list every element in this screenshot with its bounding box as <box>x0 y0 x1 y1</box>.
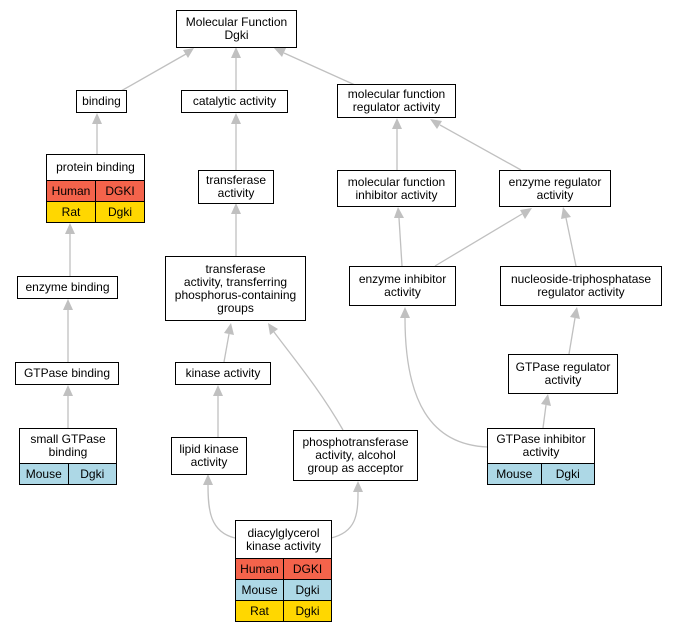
node-label: enzyme regulator activity <box>508 174 602 202</box>
node-label: protein binding <box>56 160 135 174</box>
node-transferase-phosphorus[interactable]: transferase activity, transferring phosp… <box>165 256 306 321</box>
edge-kinase-to-transferasep <box>223 333 230 363</box>
node-label: enzyme inhibitor activity <box>358 272 447 299</box>
node-enzyme-inhibitor[interactable]: enzyme inhibitor activity <box>349 266 456 306</box>
edge-gtpaseinhibitor-to-gtpaseregulator <box>542 404 547 429</box>
node-enzyme-regulator[interactable]: enzyme regulator activity <box>499 170 611 207</box>
species-cell: Mouse <box>20 464 68 484</box>
arrowhead <box>268 323 278 335</box>
species-cell: Human <box>47 181 95 201</box>
species-cell: Rat <box>47 202 95 222</box>
species-row: Mouse Dgki <box>488 463 594 484</box>
species-cell: Rat <box>236 601 283 621</box>
node-small-gtpase-binding[interactable]: small GTPase binding Mouse Dgki <box>19 428 117 485</box>
arrowhead <box>63 385 73 396</box>
node-catalytic-activity[interactable]: catalytic activity <box>181 90 288 113</box>
arrowhead <box>392 118 402 129</box>
arrowhead <box>394 207 404 218</box>
arrowhead <box>520 208 532 219</box>
arrowhead <box>400 307 410 318</box>
node-label: GTPase regulator activity <box>515 360 611 387</box>
arrowhead <box>203 474 213 485</box>
edge-binding-to-mf <box>120 53 187 92</box>
arrowhead <box>274 48 286 57</box>
species-row: Human DGKI <box>236 558 331 579</box>
edge-regulator-to-mf <box>283 52 356 86</box>
edge-enzinhibitor-to-mfinhibitor <box>398 217 403 267</box>
node-gtpase-regulator[interactable]: GTPase regulator activity <box>508 354 618 394</box>
node-mf-regulator[interactable]: molecular function regulator activity <box>337 84 456 118</box>
edge-dgk-to-lipidkinase <box>207 484 236 539</box>
node-label: enzyme binding <box>25 280 110 294</box>
arrowhead <box>231 113 241 124</box>
species-cell: Human <box>236 559 283 579</box>
node-diacylglycerol-kinase[interactable]: diacylglycerol kinase activity Human DGK… <box>235 520 332 622</box>
edge-ntpase-to-enzregulator <box>565 217 577 267</box>
node-label: diacylglycerol kinase activity <box>246 525 321 553</box>
node-label: binding <box>82 94 121 108</box>
species-row: Mouse Dgki <box>20 463 116 484</box>
species-row: Rat Dgki <box>47 201 144 222</box>
arrowhead <box>353 481 363 492</box>
species-cell: Mouse <box>488 464 541 484</box>
arrowhead <box>231 203 241 214</box>
arrowhead <box>63 299 73 310</box>
gene-cell: DGKI <box>283 559 331 579</box>
gene-cell: Dgki <box>283 580 331 600</box>
arrowhead <box>224 323 234 335</box>
gene-cell: Dgki <box>95 202 144 222</box>
species-row: Human DGKI <box>47 180 144 201</box>
arrowhead <box>541 394 551 406</box>
node-label: transferase activity <box>205 173 267 200</box>
species-row: Mouse Dgki <box>236 579 331 600</box>
node-phosphotransferase[interactable]: phosphotransferase activity, alcohol gro… <box>293 430 418 481</box>
node-label: phosphotransferase activity, alcohol gro… <box>302 435 409 475</box>
node-protein-binding[interactable]: protein binding Human DGKI Rat Dgki <box>46 154 145 223</box>
node-gtpase-binding[interactable]: GTPase binding <box>15 362 119 385</box>
edge-gtpaseregulator-to-ntpase <box>568 317 576 355</box>
node-gtpase-inhibitor[interactable]: GTPase inhibitor activity Mouse Dgki <box>487 428 595 485</box>
node-lipid-kinase[interactable]: lipid kinase activity <box>171 437 247 475</box>
arrowhead <box>430 119 442 129</box>
edge-phosphotransferase-to-transferasep <box>273 331 344 431</box>
species-cell: Mouse <box>236 580 283 600</box>
node-label: molecular function regulator activity <box>347 87 446 114</box>
node-label: small GTPase binding <box>30 432 106 459</box>
node-label: GTPase inhibitor activity <box>496 432 586 459</box>
node-label: GTPase binding <box>23 366 111 380</box>
node-enzyme-binding[interactable]: enzyme binding <box>17 276 118 299</box>
arrowhead <box>561 207 571 219</box>
edge-enzregulator-to-regulator <box>439 124 522 171</box>
edge-enzinhibitor-to-enzregulator <box>434 213 523 267</box>
node-mf-inhibitor[interactable]: molecular function inhibitor activity <box>337 170 456 207</box>
node-binding[interactable]: binding <box>76 90 127 113</box>
node-ntpase-regulator[interactable]: nucleoside-triphosphatase regulator acti… <box>500 266 662 306</box>
node-label: transferase activity, transferring phosp… <box>174 261 297 315</box>
node-transferase-activity[interactable]: transferase activity <box>198 170 274 204</box>
gene-cell: Dgki <box>540 464 594 484</box>
arrowhead <box>570 307 580 319</box>
arrowhead <box>213 385 223 396</box>
arrowhead <box>65 223 75 234</box>
species-row: Rat Dgki <box>236 600 331 621</box>
arrowhead <box>92 113 102 124</box>
arrowhead <box>231 47 241 58</box>
gene-cell: Dgki <box>67 464 116 484</box>
edge-dgk-to-phosphotransferase <box>330 491 359 539</box>
node-label: lipid kinase activity <box>179 442 239 469</box>
node-label: catalytic activity <box>192 94 277 108</box>
gene-cell: DGKI <box>95 181 144 201</box>
node-molecular-function[interactable]: Molecular Function Dgki <box>176 10 297 48</box>
node-label: nucleoside-triphosphatase regulator acti… <box>510 272 652 299</box>
edge-gtpaseinhibitor-to-enzinhibitor <box>404 317 489 448</box>
node-label: Molecular Function Dgki <box>185 15 288 42</box>
node-label: kinase activity <box>185 366 261 380</box>
arrowhead <box>183 48 194 58</box>
node-label: molecular function inhibitor activity <box>347 174 446 202</box>
gene-cell: Dgki <box>283 601 331 621</box>
node-kinase-activity[interactable]: kinase activity <box>175 362 271 385</box>
